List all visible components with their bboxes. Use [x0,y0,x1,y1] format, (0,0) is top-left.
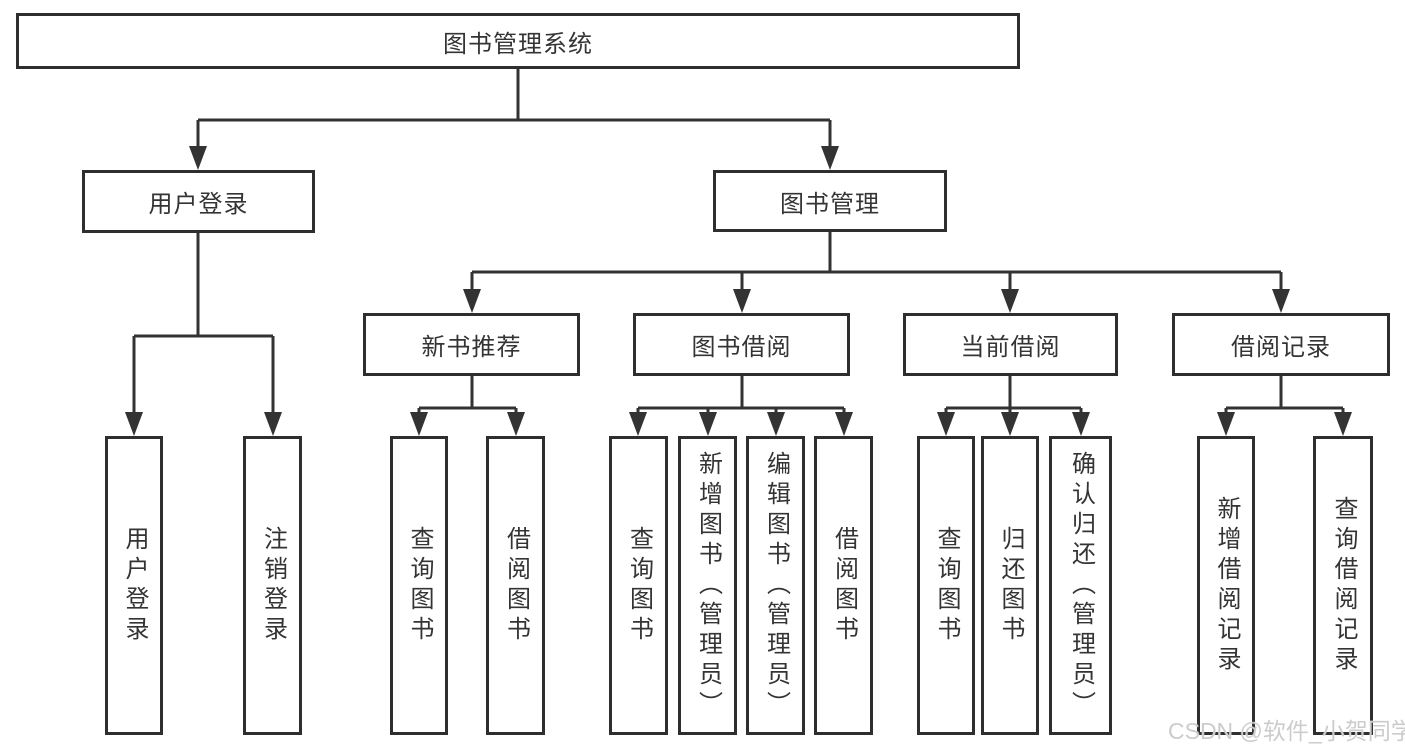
node-label: 查询图书 [406,525,433,646]
arrowhead-icon [1217,412,1235,436]
node-label: 编辑图书（管理员） [762,450,790,721]
arrowhead-icon [1001,412,1019,436]
node-book-management: 图书管理 [713,170,947,232]
node-current-borrowing: 当前借阅 [903,313,1118,376]
leaf-edit-books-admin: 编辑图书（管理员） [746,436,805,735]
arrowhead-icon [821,146,839,170]
leaf-borrow-books-recommend: 借阅图书 [486,436,545,735]
arrowhead-icon [1072,412,1090,436]
node-label: 借阅图书 [502,525,530,646]
arrowhead-icon [264,412,282,436]
leaf-borrow-books-borrowing: 借阅图书 [814,436,873,735]
watermark: CSDN @软件_小贺同学 [1168,718,1405,744]
node-label: 借阅记录 [1231,334,1331,361]
node-label: 归还图书 [997,525,1024,646]
node-label: 注销登录 [259,525,287,646]
leaf-user-login: 用户登录 [105,436,163,735]
node-label: 查询图书 [625,525,653,646]
leaf-logout: 注销登录 [243,436,302,735]
connector-root [189,69,839,170]
node-label: 查询借阅记录 [1330,495,1357,676]
connector-borrowing-records [1217,376,1352,436]
connector-book-borrowing [629,376,853,436]
node-label: 当前借阅 [960,334,1061,361]
leaf-query-books-recommend: 查询图书 [390,436,448,735]
node-label: 确认归还（管理员） [1067,450,1095,721]
leaf-query-borrow-record: 查询借阅记录 [1313,436,1373,735]
node-label: 用户登录 [121,525,148,646]
arrowhead-icon [507,412,525,436]
arrowhead-icon [733,289,751,313]
arrowhead-icon [835,412,853,436]
leaf-add-books-admin: 新增图书（管理员） [678,436,737,735]
node-label: 新增图书（管理员） [694,450,722,721]
arrowhead-icon [189,146,207,170]
node-borrowing-records: 借阅记录 [1172,313,1390,376]
node-library-system: 图书管理系统 [16,13,1020,69]
node-label: 借阅图书 [830,525,858,646]
node-new-book-recommendation: 新书推荐 [363,313,580,376]
node-label: 图书管理系统 [443,30,593,58]
arrowhead-icon [937,412,955,436]
node-label: 查询图书 [933,525,960,646]
leaf-add-borrow-record: 新增借阅记录 [1197,436,1255,735]
arrowhead-icon [1001,289,1019,313]
leaf-confirm-return-admin: 确认归还（管理员） [1049,436,1112,735]
node-label: 新增借阅记录 [1213,495,1240,676]
node-label: 图书借阅 [691,334,792,361]
node-user-login: 用户登录 [82,170,315,233]
arrowhead-icon [463,289,481,313]
leaf-query-books-borrowing: 查询图书 [609,436,668,735]
arrowhead-icon [699,412,717,436]
connector-new-book-recommendation [410,376,525,436]
connector-book-management [463,232,1290,313]
arrowhead-icon [629,412,647,436]
connector-user-login [125,233,282,436]
arrowhead-icon [767,412,785,436]
node-label: 用户登录 [148,191,249,218]
arrowhead-icon [1334,412,1352,436]
arrowhead-icon [1272,289,1290,313]
node-label: 新书推荐 [421,334,522,361]
node-label: 图书管理 [780,190,880,218]
leaf-return-books: 归还图书 [981,436,1039,735]
leaf-query-books-current: 查询图书 [917,436,975,735]
node-book-borrowing: 图书借阅 [633,313,850,376]
arrowhead-icon [410,412,428,436]
connector-current-borrowing [937,376,1090,436]
arrowhead-icon [125,412,143,436]
